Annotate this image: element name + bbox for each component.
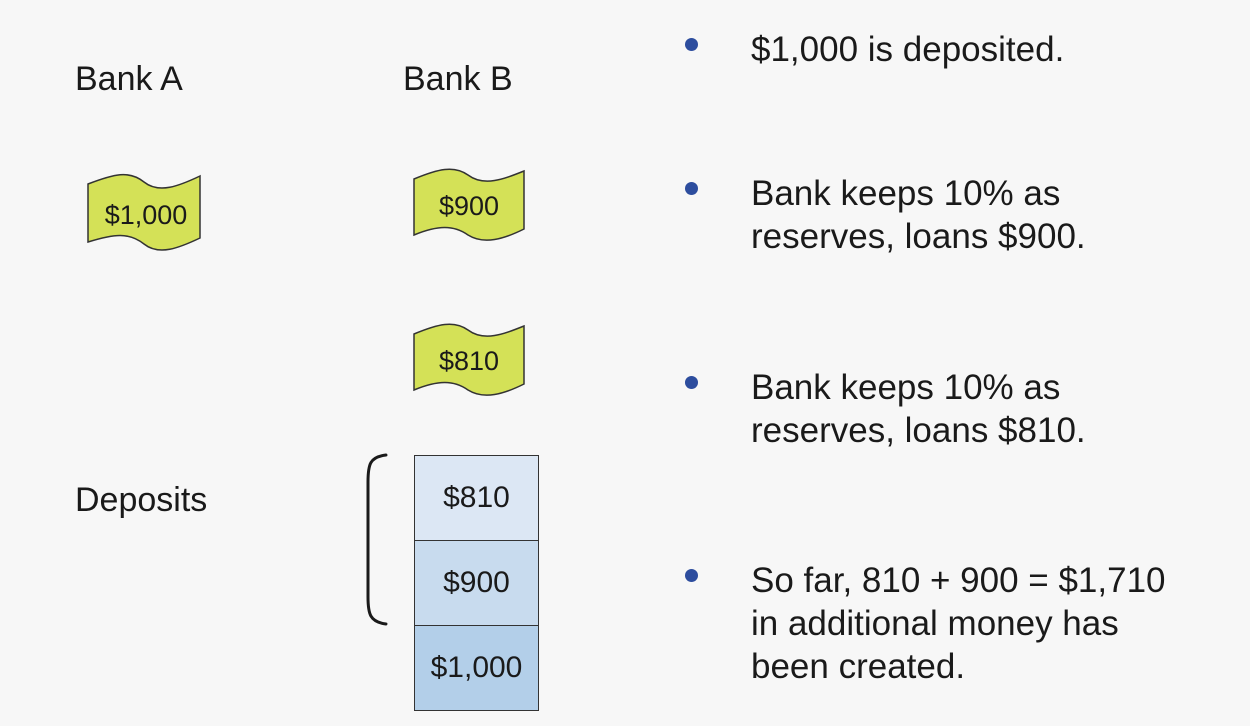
bullet-line: been created.	[751, 647, 966, 686]
bullet-text: Bank keeps 10% as reserves, loans $900.	[751, 172, 1086, 258]
deposits-label: Deposits	[75, 481, 208, 519]
bullet-line: So far, 810 + 900 = $1,710	[751, 561, 1166, 600]
bullet-line: Bank keeps 10% as	[751, 174, 1061, 213]
bullet-text: $1,000 is deposited.	[751, 28, 1064, 71]
deposit-cell: $900	[414, 541, 539, 626]
bullet-line: $1,000 is deposited.	[751, 30, 1065, 69]
bullet-dot-icon	[685, 376, 698, 389]
bill-bank-b-900: $900	[410, 165, 528, 245]
bill-bank-b-810: $810	[410, 320, 528, 400]
bullet-dot-icon	[685, 569, 698, 582]
left-bracket	[366, 453, 388, 626]
dollar-bill-icon	[87, 173, 201, 251]
bill-amount: $900	[438, 191, 500, 221]
bill-amount: $1,000	[104, 200, 188, 230]
bullet-line: reserves, loans $810.	[751, 411, 1086, 450]
bank-b-label: Bank B	[403, 60, 513, 98]
bill-amount: $810	[438, 346, 500, 376]
dollar-bill-icon	[413, 323, 525, 396]
bullet-line: Bank keeps 10% as	[751, 368, 1061, 407]
deposit-cell: $810	[414, 455, 539, 541]
bullet-line: reserves, loans $900.	[751, 217, 1086, 256]
bullet-dot-icon	[685, 182, 698, 195]
deposit-cell: $1,000	[414, 626, 539, 711]
bullet-text: Bank keeps 10% as reserves, loans $810.	[751, 366, 1086, 452]
bullet-line: in additional money has	[751, 604, 1119, 643]
bank-a-label: Bank A	[75, 60, 183, 98]
bill-bank-a-1000: $1,000	[84, 172, 204, 252]
bullet-dot-icon	[685, 38, 698, 51]
bullet-text: So far, 810 + 900 = $1,710 in additional…	[751, 559, 1166, 688]
deposit-stack: $810 $900 $1,000	[414, 455, 539, 711]
dollar-bill-icon	[413, 168, 525, 241]
